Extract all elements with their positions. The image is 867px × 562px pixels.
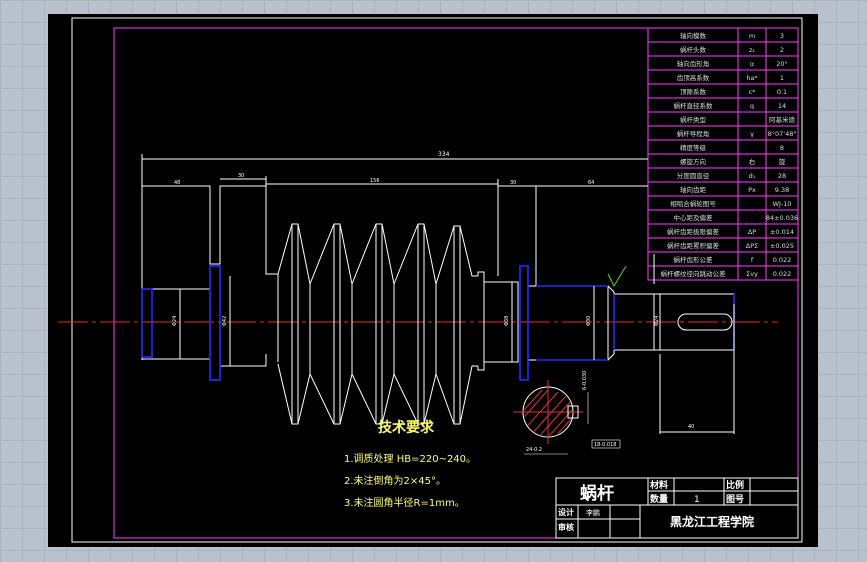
param-value: 0.1 [777, 88, 787, 96]
keyway-section: 24-0.2 6-0.030 18-0.018 [513, 371, 621, 455]
param-name: 蜗杆头数 [680, 45, 707, 54]
svg-text:334: 334 [438, 151, 450, 158]
param-value: 1 [780, 74, 784, 82]
notes-title: 技术要求 [378, 419, 435, 436]
param-symbol: z₁ [749, 46, 755, 54]
svg-text:Φ24: Φ24 [172, 316, 178, 326]
param-name: 蜗杆类型 [680, 115, 707, 124]
sheet-border [71, 17, 803, 543]
param-value: ±0.014 [770, 228, 794, 236]
designer-label: 设计 [558, 507, 574, 517]
param-value: 0.022 [773, 270, 792, 278]
svg-text:40: 40 [688, 424, 694, 430]
svg-text:48: 48 [174, 180, 180, 186]
part-name: 蜗杆 [580, 484, 614, 504]
drawing-canvas: 轴向模数 m 3 蜗杆头数 z₁ 2 轴向齿形角 α 20° 齿顶高系数 ha* 1 顶隙系数 c* 0.1… [48, 14, 818, 547]
param-symbol: ha* [746, 74, 758, 82]
scale-label: 比例 [726, 479, 744, 491]
technical-notes: 技术要求 1.调质处理 HB=220~240。 2.未注倒角为2×45°。 3.… [344, 419, 476, 509]
svg-text:Φ30: Φ30 [586, 316, 592, 326]
quantity-value: 1 [694, 495, 700, 505]
param-symbol: c* [749, 88, 757, 96]
param-symbol: Px [748, 186, 756, 194]
param-name: 精度等级 [680, 143, 707, 152]
param-value: 9.38 [775, 186, 789, 194]
section-key-dim: 6-0.030 [582, 371, 588, 390]
param-symbol: γ [750, 130, 754, 138]
school-name: 黑龙江工程学院 [670, 514, 754, 529]
param-name: 蜗杆直径系数 [674, 101, 714, 110]
material-label: 材料 [649, 479, 668, 491]
param-value: 8 [780, 144, 784, 152]
param-value: WJ-10 [773, 200, 792, 208]
svg-text:30: 30 [510, 180, 516, 186]
param-symbol: m [749, 32, 755, 40]
param-value: 旋 [779, 157, 786, 166]
drawing-no-label: 图号 [726, 494, 744, 505]
shaft-shoulders [141, 265, 735, 381]
param-name: 蜗杆齿形公差 [674, 255, 714, 264]
note-3: 3.未注圆角半径R=1mm。 [344, 496, 465, 509]
param-name: 蜗杆螺纹径向跳动公差 [661, 269, 727, 278]
param-symbol: Σvy [746, 270, 758, 278]
param-symbol: ΔP [748, 228, 756, 236]
designer-name: 李鹏 [586, 508, 600, 517]
svg-text:64: 64 [588, 180, 594, 186]
quantity-label: 数量 [650, 493, 668, 505]
param-value: 2 [780, 46, 784, 54]
section-extra-dim: 18-0.018 [594, 442, 616, 448]
note-1: 1.调质处理 HB=220~240。 [344, 453, 476, 465]
param-value: 0.022 [773, 256, 792, 264]
svg-text:Φ38: Φ38 [504, 316, 510, 326]
svg-text:Φ42: Φ42 [222, 316, 228, 326]
param-symbol: d₁ [749, 172, 756, 180]
param-name: 螺旋方向 [680, 157, 706, 166]
svg-text:30: 30 [238, 173, 244, 179]
param-name: 分度圆直径 [677, 171, 710, 180]
param-symbol: f [751, 256, 754, 264]
note-2: 2.未注倒角为2×45°。 [344, 474, 446, 487]
param-name: 轴向齿距 [680, 185, 707, 194]
dimensions: 334 48 30 156 30 64 40 Φ24 Φ42 Φ38 Φ30 Φ… [141, 151, 735, 434]
param-symbol: α [750, 60, 754, 68]
param-name: 蜗杆齿距累积偏差 [667, 241, 720, 250]
param-name: 相啮合蜗轮图号 [670, 199, 716, 208]
param-name: 轴向齿形角 [677, 59, 710, 68]
param-value: 3 [780, 32, 784, 40]
title-block: 蜗杆 材料 数量 1 比例 图号 设计 李鹏 审核 黑龙江工程学院 [555, 477, 799, 539]
param-name: 顶隙系数 [680, 87, 707, 96]
param-symbol: ΔPΣ [746, 242, 758, 250]
worm-shaft [141, 184, 735, 425]
svg-text:156: 156 [370, 178, 380, 184]
param-name: 齿顶高系数 [677, 73, 710, 82]
svg-text:Φ24: Φ24 [654, 316, 660, 326]
param-value: 阿基米德 [769, 115, 796, 124]
drawing-frame [113, 27, 799, 539]
parameter-table: 轴向模数 m 3 蜗杆头数 z₁ 2 轴向齿形角 α 20° 齿顶高系数 ha* 1 顶隙系数 c* 0.1… [647, 27, 799, 281]
param-value: ±0.025 [770, 242, 794, 250]
param-name: 蜗杆齿距极限偏差 [667, 227, 720, 236]
param-value: 8°07'48" [768, 130, 797, 138]
param-name: 轴向模数 [680, 31, 707, 40]
reviewer-label: 审核 [558, 522, 574, 532]
param-name: 中心距及偏差 [674, 213, 714, 222]
section-depth-dim: 24-0.2 [526, 447, 542, 453]
param-value: 28 [778, 172, 786, 180]
param-value: 84±0.036 [766, 214, 798, 222]
roughness-symbol [607, 265, 627, 288]
param-name: 蜗杆导程角 [677, 129, 710, 138]
param-symbol: 右 [749, 157, 756, 166]
param-value: 20° [776, 60, 788, 68]
param-symbol: q [750, 102, 754, 110]
param-value: 14 [778, 102, 786, 110]
